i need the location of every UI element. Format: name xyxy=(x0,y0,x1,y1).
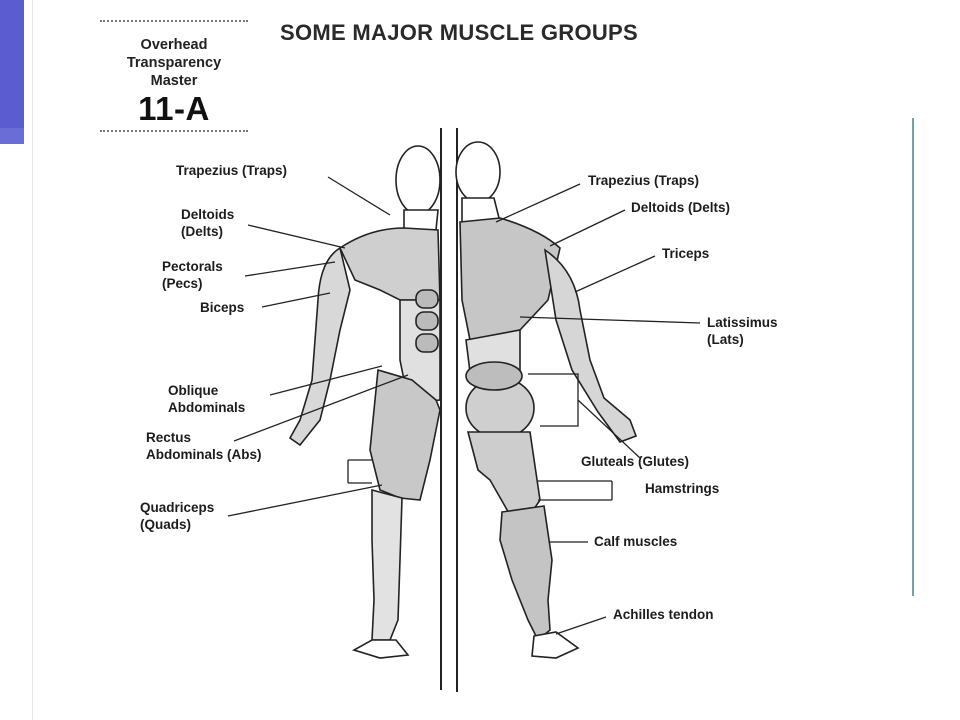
back-head xyxy=(455,141,501,203)
front-leader-lines xyxy=(227,176,409,517)
hamstring-bracket xyxy=(538,480,613,501)
label-quadriceps: Quadriceps (Quads) xyxy=(140,499,214,533)
hamstring xyxy=(466,431,541,516)
ab-1 xyxy=(415,289,439,309)
box-bottom-dotted-rule xyxy=(100,130,248,132)
leader-triceps xyxy=(574,255,656,293)
page-title: SOME MAJOR MUSCLE GROUPS xyxy=(280,20,639,45)
calf xyxy=(499,505,553,642)
label-calf-muscles: Calf muscles xyxy=(594,533,677,550)
back-right-arm xyxy=(543,248,638,443)
leader-trap-back xyxy=(495,183,581,223)
label-oblique-abdominals: Oblique Abdominals xyxy=(168,382,245,416)
label-line: Trapezius (Traps) xyxy=(176,163,288,178)
label-trapezius-front: Trapezius (Traps) xyxy=(176,162,287,179)
label-triceps: Triceps xyxy=(662,245,709,262)
front-left-arm xyxy=(288,246,351,447)
leader-gluteals xyxy=(577,399,641,459)
gluteal-upper xyxy=(465,361,523,391)
front-thigh-left xyxy=(369,368,441,501)
label-line: Hamstrings xyxy=(645,481,720,496)
label-deltoids-front: Deltoids (Delts) xyxy=(181,206,234,240)
box-number: 11-A xyxy=(138,90,210,127)
label-line: Abdominals xyxy=(168,400,246,415)
ab-3 xyxy=(415,333,439,353)
leader-biceps xyxy=(261,292,331,308)
label-trapezius-back: Trapezius (Traps) xyxy=(588,172,699,189)
label-line: Deltoids xyxy=(181,207,235,222)
label-hamstrings: Hamstrings xyxy=(645,480,719,497)
leader-oblique xyxy=(269,365,383,396)
label-line: Biceps xyxy=(200,300,245,315)
leader-quadriceps xyxy=(227,484,383,517)
page-edge xyxy=(32,0,33,720)
front-shin-left xyxy=(371,488,403,641)
label-line: Deltoids (Delts) xyxy=(631,200,731,215)
ab-2 xyxy=(415,311,439,331)
back-upper xyxy=(459,217,561,341)
leader-deltoid-front xyxy=(247,224,346,249)
leader-achilles xyxy=(555,616,607,635)
transparency-master-box: Overhead Transparency Master 11-A xyxy=(100,18,248,134)
label-deltoids-back: Deltoids (Delts) xyxy=(631,199,730,216)
label-line: Gluteals (Glutes) xyxy=(581,454,690,469)
label-line: (Lats) xyxy=(707,332,744,347)
label-achilles-tendon: Achilles tendon xyxy=(613,606,714,623)
box-line-3: Master xyxy=(150,73,198,89)
right-border-line xyxy=(912,118,914,596)
label-biceps: Biceps xyxy=(200,299,244,316)
label-line: Quadriceps xyxy=(140,500,215,515)
leader-deltoid-back xyxy=(549,209,626,247)
front-figure xyxy=(288,145,441,659)
label-line: Rectus xyxy=(146,430,192,445)
back-figure xyxy=(455,141,638,659)
label-line: Pectorals xyxy=(162,259,223,274)
label-latissimus: Latissimus (Lats) xyxy=(707,314,778,348)
label-line: Triceps xyxy=(662,246,710,261)
label-line: Trapezius (Traps) xyxy=(588,173,700,188)
front-neck xyxy=(403,209,439,231)
quadriceps-bracket xyxy=(347,459,372,484)
label-pectorals: Pectorals (Pecs) xyxy=(162,258,223,292)
gluteal-bracket xyxy=(528,373,579,427)
label-line: Oblique xyxy=(168,383,219,398)
box-line-1: Overhead xyxy=(140,37,208,53)
label-gluteals: Gluteals (Glutes) xyxy=(581,453,689,470)
label-line: Latissimus xyxy=(707,315,778,330)
leader-trap-front xyxy=(327,176,391,216)
box-line-2: Transparency xyxy=(126,55,222,71)
back-foot xyxy=(531,631,580,659)
left-accent-bar xyxy=(0,0,24,128)
leader-latissimus xyxy=(519,316,701,324)
left-accent-bar-lower xyxy=(0,128,24,144)
label-line: Achilles tendon xyxy=(613,607,714,622)
leader-rectus xyxy=(233,374,409,442)
label-line: (Pecs) xyxy=(162,276,203,291)
leader-pectorals xyxy=(244,261,336,277)
front-foot-left xyxy=(351,639,410,659)
label-rectus-abdominals: Rectus Abdominals (Abs) xyxy=(146,429,262,463)
label-line: (Delts) xyxy=(181,224,224,239)
label-line: (Quads) xyxy=(140,517,192,532)
box-label: Overhead Transparency Master xyxy=(100,36,248,90)
box-top-dotted-rule xyxy=(100,20,248,22)
label-line: Calf muscles xyxy=(594,534,678,549)
label-line: Abdominals (Abs) xyxy=(146,447,262,462)
front-head xyxy=(395,145,441,215)
back-leader-lines xyxy=(495,183,701,635)
